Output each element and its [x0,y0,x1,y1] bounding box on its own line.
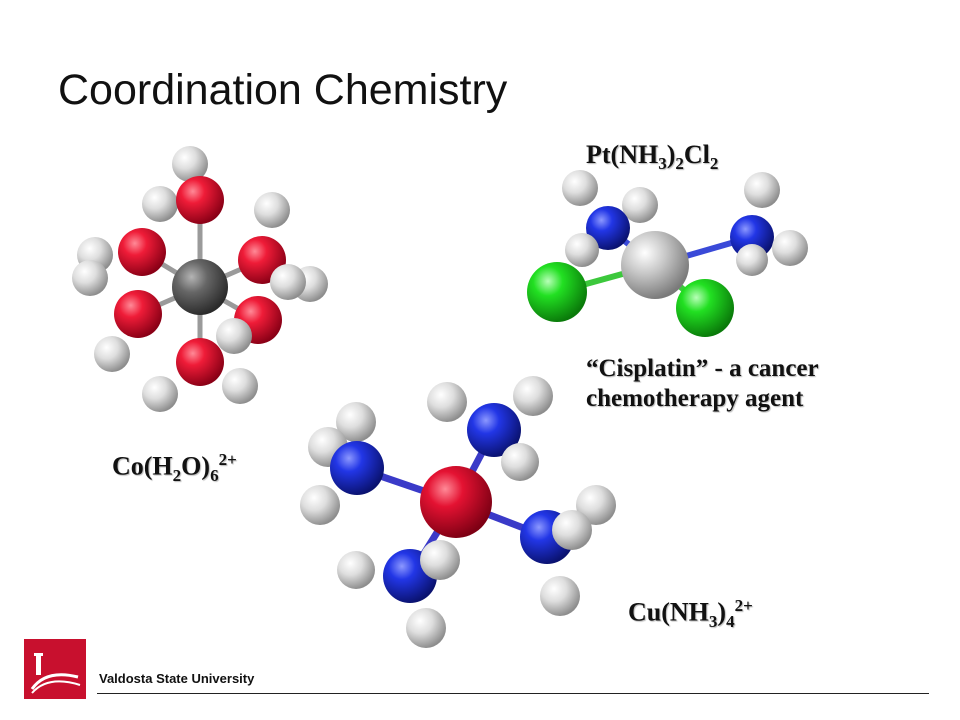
university-logo [24,639,86,699]
caption-line-1: “Cisplatin” - a cancer [586,355,819,382]
cisplatin-model [527,170,808,337]
cobalt-complex-formula: Co(H2O)62+ [112,450,237,485]
cobalt-hexaaqua-model [72,146,328,412]
footer-institution: Valdosta State University [99,671,255,686]
cisplatin-caption: “Cisplatin” - a cancer chemotherapy agen… [586,354,819,414]
cisplatin-formula: Pt(NH3)2Cl2 [586,140,719,174]
footer-divider [97,693,929,694]
slide-title: Coordination Chemistry [58,66,508,114]
copper-complex-formula: Cu(NH3)42+ [628,596,753,631]
copper-tetraammine-model [300,376,616,648]
caption-line-2: chemotherapy agent [586,385,804,412]
